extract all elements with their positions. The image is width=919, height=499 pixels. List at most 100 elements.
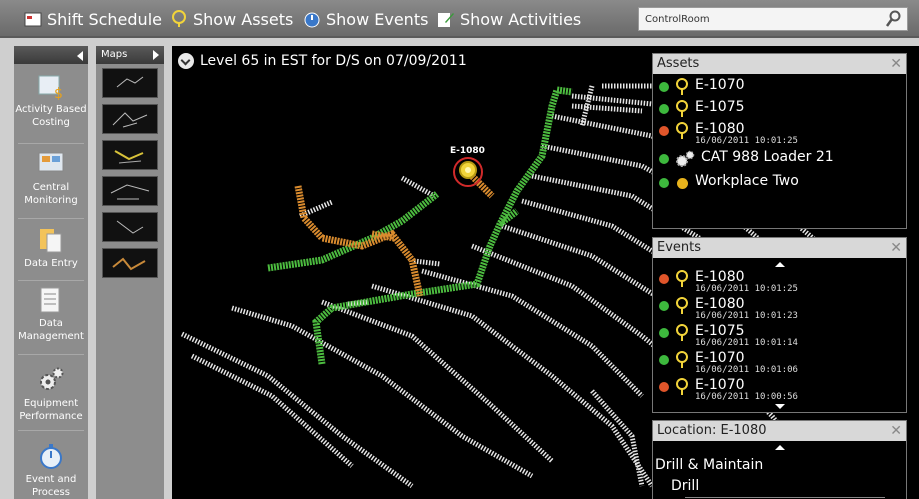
gears-icon xyxy=(676,150,695,167)
map-preview xyxy=(116,220,144,234)
launcher-item-data-management[interactable]: Data Management xyxy=(14,286,88,343)
chevron-down-icon[interactable] xyxy=(178,53,194,69)
pin-icon xyxy=(676,270,688,287)
launcher-label: Data Entry xyxy=(24,258,78,269)
scroll-up-icon[interactable] xyxy=(775,262,785,267)
pin-icon xyxy=(676,122,688,139)
maps-header: Maps xyxy=(96,46,164,64)
scroll-down-icon[interactable] xyxy=(775,404,785,409)
launcher-item-central-monitoring[interactable]: Central Monitoring xyxy=(14,150,88,207)
map-preview xyxy=(116,76,144,88)
shift-schedule-label: Shift Schedule xyxy=(47,9,162,29)
divider xyxy=(18,218,84,219)
event-time: 16/06/2011 10:01:14 xyxy=(695,338,798,348)
launcher-label: Costing xyxy=(32,117,70,128)
events-panel-header: Events ✕ xyxy=(653,238,906,258)
event-asset: E-1070 xyxy=(695,350,745,366)
event-time: 16/06/2011 10:01:25 xyxy=(695,284,798,294)
launcher-label: Central xyxy=(32,182,70,193)
asset-row[interactable]: E-1075 xyxy=(659,100,745,118)
asset-name: E-1075 xyxy=(695,99,745,115)
maps-panel: Maps xyxy=(96,46,164,499)
launcher-label: Data xyxy=(39,318,63,329)
asset-text: CAT 988 Loader 21 xyxy=(701,150,834,165)
marker-label: E-1080 xyxy=(450,146,485,156)
close-icon[interactable]: ✕ xyxy=(890,423,902,439)
svg-text:$: $ xyxy=(54,86,63,100)
map-preview xyxy=(114,150,144,164)
map-title: Level 65 in EST for D/S on 07/09/2011 xyxy=(200,53,467,69)
launcher-item-equipment-performance[interactable]: Equipment Performance xyxy=(14,366,88,423)
show-events-label: Show Events xyxy=(326,9,429,29)
status-dot xyxy=(659,328,669,338)
launcher-item-activity-based-costing[interactable]: $ Activity Based Costing xyxy=(14,72,88,129)
asset-row[interactable]: Workplace Two xyxy=(659,174,799,189)
event-time: 16/06/2011 10:01:23 xyxy=(695,311,798,321)
top-toolbar: Shift Schedule Show Assets Show Events S… xyxy=(0,0,919,38)
asset-text: E-1070 xyxy=(695,78,745,93)
show-assets-button[interactable]: Show Assets xyxy=(170,8,293,30)
pin-icon xyxy=(676,351,688,368)
event-time: 16/06/2011 10:01:06 xyxy=(695,365,798,375)
divider xyxy=(18,143,84,144)
launcher-item-event-and-process[interactable]: Event and Process xyxy=(14,442,88,499)
expand-right-icon[interactable] xyxy=(153,50,159,60)
divider xyxy=(18,354,84,355)
launcher-label: Event and xyxy=(25,474,77,485)
launcher-item-data-entry[interactable]: Data Entry xyxy=(14,226,88,270)
assets-panel-title: Assets xyxy=(657,56,700,71)
status-dot xyxy=(659,82,669,92)
search-input[interactable] xyxy=(645,11,875,28)
data-management-icon xyxy=(40,287,60,313)
location-task: Drill xyxy=(671,478,700,494)
event-asset: E-1080 xyxy=(695,296,745,312)
pin-icon xyxy=(676,297,688,314)
map-thumbnail[interactable] xyxy=(102,140,158,170)
location-panel-header: Location: E-1080 ✕ xyxy=(653,421,906,441)
map-thumbnail[interactable] xyxy=(102,68,158,98)
map-thumbnail[interactable] xyxy=(102,248,158,278)
costing-icon: $ xyxy=(38,75,63,100)
collapse-left-icon[interactable] xyxy=(77,51,83,61)
asset-row[interactable]: E-1070 xyxy=(659,78,745,96)
launcher-label: Equipment xyxy=(23,398,79,409)
show-events-button[interactable]: Show Events xyxy=(303,8,428,30)
asset-text: Workplace Two xyxy=(695,174,799,189)
map-thumbnail[interactable] xyxy=(102,212,158,242)
map-thumbnail[interactable] xyxy=(102,104,158,134)
show-activities-button[interactable]: Show Activities xyxy=(437,8,581,30)
status-dot xyxy=(659,301,669,311)
pin-icon xyxy=(172,10,186,27)
map-thumbnail[interactable] xyxy=(102,176,158,206)
event-time: 16/06/2011 10:00:56 xyxy=(695,392,798,402)
stopwatch-icon xyxy=(40,444,62,469)
event-asset: E-1080 xyxy=(695,269,745,285)
shift-schedule-button[interactable]: Shift Schedule xyxy=(24,8,162,30)
search-icon[interactable] xyxy=(885,10,903,28)
search-box xyxy=(638,7,908,31)
asset-name: CAT 988 Loader 21 xyxy=(701,149,834,165)
scheduled-tunnels xyxy=(294,169,495,297)
map-title-bar: Level 65 in EST for D/S on 07/09/2011 xyxy=(178,53,467,69)
close-icon[interactable]: ✕ xyxy=(890,240,902,256)
close-icon[interactable]: ✕ xyxy=(890,56,902,72)
status-dot xyxy=(659,104,669,114)
location-panel-title: Location: E-1080 xyxy=(657,423,767,438)
app-launcher: $ Activity Based Costing Central Monitor… xyxy=(14,46,88,499)
scroll-up-icon[interactable] xyxy=(775,445,785,450)
asset-marker-e1080[interactable] xyxy=(453,157,483,187)
stopwatch-icon xyxy=(304,12,320,28)
launcher-label: Monitoring xyxy=(24,195,78,206)
asset-row[interactable]: CAT 988 Loader 21 xyxy=(659,150,834,168)
